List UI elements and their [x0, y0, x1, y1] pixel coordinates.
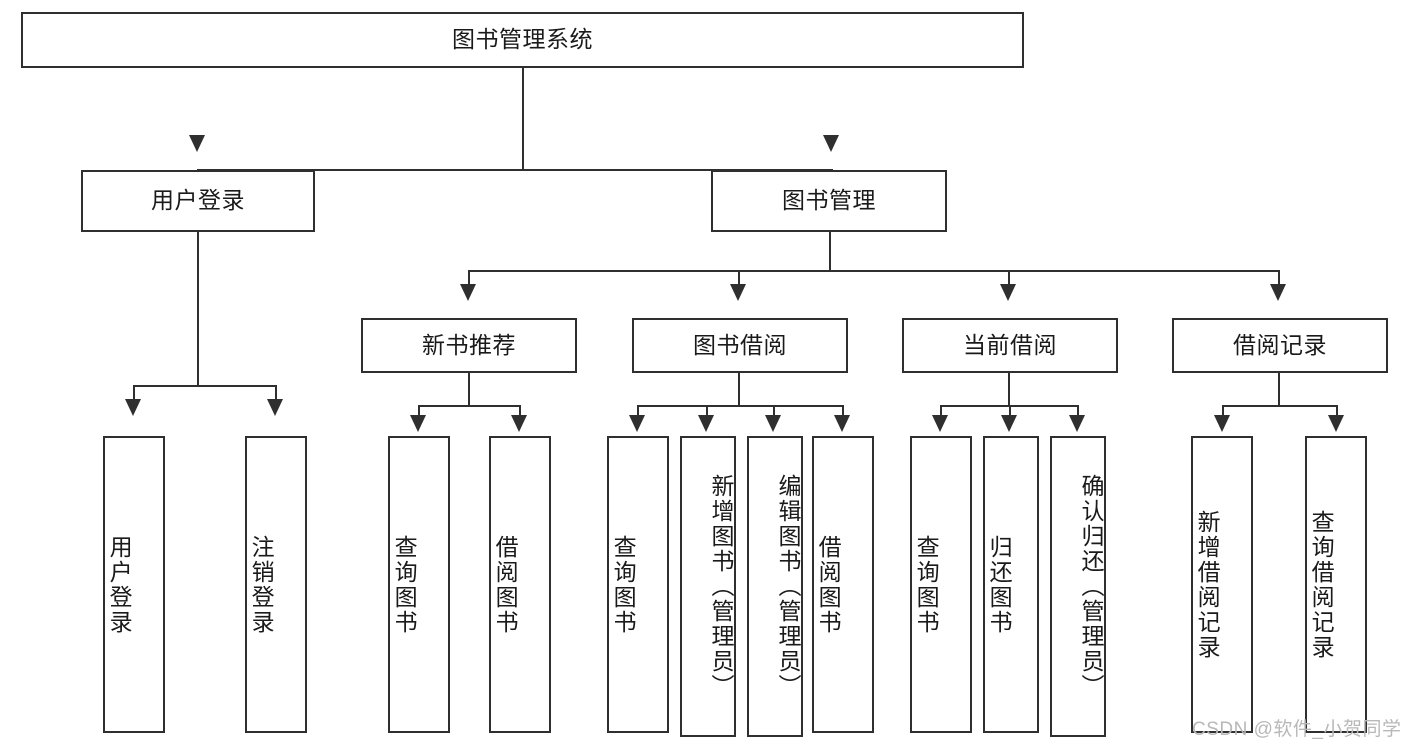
- connector-level3-drop-3: [1008, 270, 1010, 284]
- connector-bb-drop-4: [842, 405, 844, 415]
- connector-cb-drop-1: [940, 405, 942, 415]
- leaf-logout-login[interactable]: 注销登录: [245, 436, 307, 733]
- arrow-bb-to-add-book: [698, 415, 714, 432]
- node-borrow-record[interactable]: 借阅记录: [1172, 318, 1388, 373]
- arrow-cb-to-confirm-return: [1069, 415, 1085, 432]
- arrow-to-leaf-logout-login: [267, 399, 283, 416]
- arrow-cb-to-query-book: [932, 415, 948, 432]
- connector-root-stem: [522, 68, 524, 169]
- connector-cb-bus: [940, 405, 1077, 407]
- leaf-nbr-borrow-book[interactable]: 借阅图书: [489, 436, 551, 733]
- connector-level3-drop-1: [468, 270, 470, 284]
- node-book-management[interactable]: 图书管理: [711, 170, 947, 232]
- connector-bb-drop-3: [773, 405, 775, 415]
- leaf-cb-return-book[interactable]: 归还图书: [983, 436, 1039, 733]
- connector-user-login-drop-1: [133, 385, 135, 399]
- arrow-to-book-borrow: [730, 284, 746, 301]
- leaf-bb-borrow-book[interactable]: 借阅图书: [812, 436, 874, 733]
- csdn-watermark: CSDN @软件_小贺同学: [1192, 719, 1402, 740]
- leaf-br-query-record[interactable]: 查询借阅记录: [1305, 436, 1367, 733]
- connector-level3-drop-4: [1278, 270, 1280, 284]
- arrow-bb-to-query-book: [629, 415, 645, 432]
- connector-nbr-bus: [418, 405, 519, 407]
- arrow-cb-to-return-book: [1001, 415, 1017, 432]
- arrow-bb-to-borrow-book: [834, 415, 850, 432]
- connector-nbr-drop-1: [418, 405, 420, 415]
- leaf-user-login[interactable]: 用户登录: [103, 436, 165, 733]
- connector-user-login-bus: [133, 385, 275, 387]
- node-current-borrow[interactable]: 当前借阅: [902, 318, 1118, 373]
- leaf-cb-query-book[interactable]: 查询图书: [910, 436, 972, 733]
- node-root-book-management-system[interactable]: 图书管理系统: [21, 12, 1024, 68]
- connector-cb-drop-3: [1077, 405, 1079, 415]
- leaf-bb-add-book-admin[interactable]: 新增图书（管理员）: [680, 436, 736, 737]
- leaf-br-add-record[interactable]: 新增借阅记录: [1191, 436, 1253, 733]
- arrow-root-to-user-login: [189, 135, 205, 152]
- connector-bb-drop-2: [706, 405, 708, 415]
- arrow-to-new-book-recommend: [460, 284, 476, 301]
- connector-bb-bus: [637, 405, 842, 407]
- connector-br-bus: [1222, 405, 1336, 407]
- connector-user-login-drop-2: [275, 385, 277, 399]
- leaf-nbr-query-book[interactable]: 查询图书: [388, 436, 450, 733]
- leaf-cb-confirm-return-admin[interactable]: 确认归还（管理员）: [1050, 436, 1106, 737]
- node-user-login[interactable]: 用户登录: [81, 170, 315, 232]
- connector-level3-drop-2: [738, 270, 740, 284]
- arrow-bb-to-edit-book: [765, 415, 781, 432]
- connector-bb-drop-1: [637, 405, 639, 415]
- connector-br-drop-1: [1222, 405, 1224, 415]
- connector-nbr-drop-2: [519, 405, 521, 415]
- connector-root-bus: [197, 169, 831, 171]
- connector-cb-drop-2: [1009, 405, 1011, 415]
- leaf-bb-edit-book-admin[interactable]: 编辑图书（管理员）: [747, 436, 803, 737]
- connector-book-management-stem: [829, 232, 831, 270]
- node-book-borrow[interactable]: 图书借阅: [632, 318, 848, 373]
- arrow-root-to-book-management: [823, 135, 839, 152]
- connector-user-login-stem: [197, 232, 199, 385]
- connector-bb-stem: [738, 373, 740, 405]
- leaf-bb-query-book[interactable]: 查询图书: [607, 436, 669, 733]
- arrow-nbr-to-query-book: [410, 415, 426, 432]
- arrow-nbr-to-borrow-book: [511, 415, 527, 432]
- arrow-to-borrow-record: [1270, 284, 1286, 301]
- connector-cb-stem: [1008, 373, 1010, 405]
- connector-br-stem: [1278, 373, 1280, 405]
- arrow-br-to-add-record: [1214, 415, 1230, 432]
- arrow-to-current-borrow: [1000, 284, 1016, 301]
- connector-br-drop-2: [1336, 405, 1338, 415]
- arrow-br-to-query-record: [1328, 415, 1344, 432]
- node-new-book-recommend[interactable]: 新书推荐: [361, 318, 577, 373]
- connector-nbr-stem: [468, 373, 470, 405]
- arrow-to-leaf-user-login: [125, 399, 141, 416]
- connector-level3-bus: [468, 270, 1278, 272]
